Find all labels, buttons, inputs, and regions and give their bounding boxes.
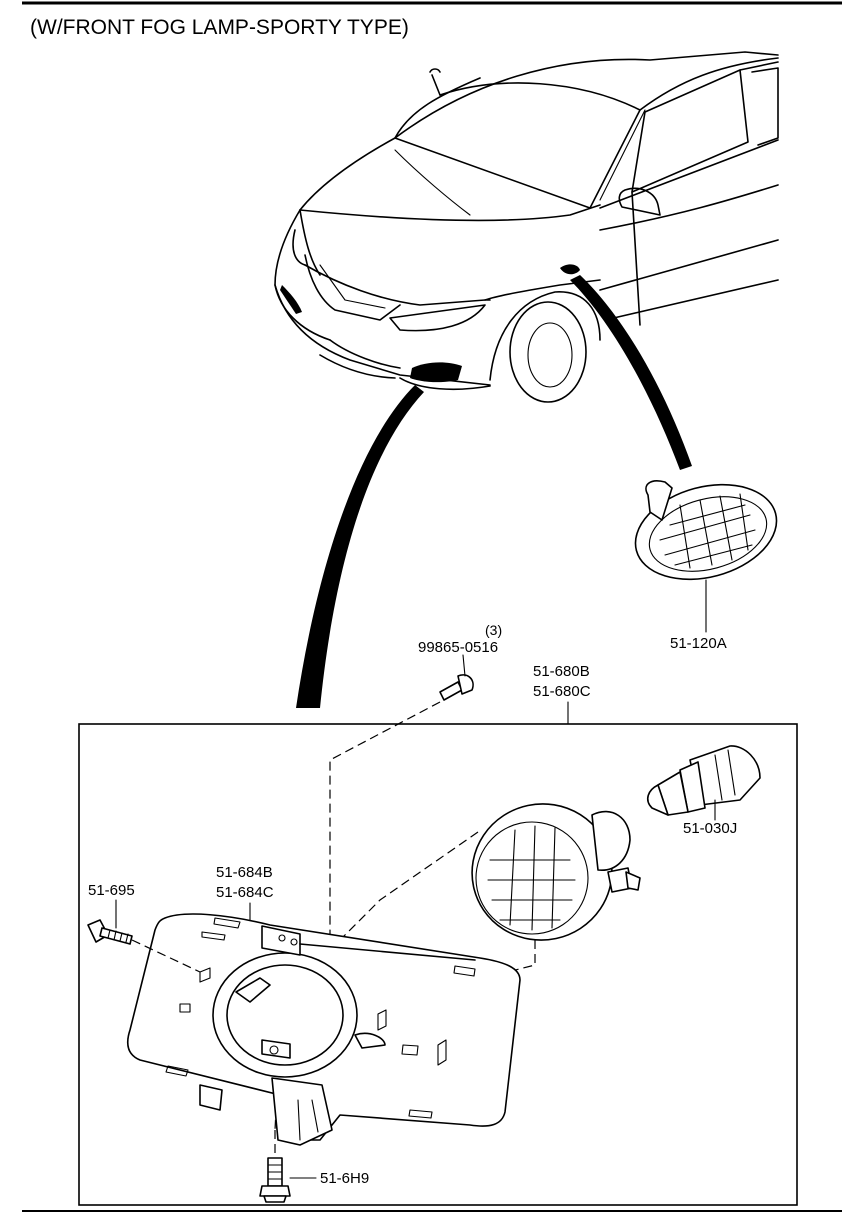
bolt-part — [87, 919, 133, 945]
side-marker-leader — [570, 275, 692, 470]
label-bolt: 51-695 — [88, 882, 135, 899]
label-fog-lamp-a: 51-680B — [533, 663, 590, 680]
nut-bolt-part — [259, 1157, 291, 1203]
screw-part — [439, 654, 474, 701]
side-marker-lamp — [634, 480, 778, 633]
bulb-part — [646, 745, 761, 821]
fog-lamp-unit — [471, 803, 641, 941]
label-screw-qty: (3) — [485, 622, 502, 638]
car-illustration — [274, 51, 779, 403]
fog-lamp-leader — [296, 385, 424, 708]
label-nut-bolt: 51-6H9 — [320, 1170, 369, 1187]
diagram-title: (W/FRONT FOG LAMP-SPORTY TYPE) — [30, 16, 409, 39]
label-bracket-a: 51-684B — [216, 864, 273, 881]
assembly-frame — [78, 723, 798, 1206]
label-bulb: 51-030J — [683, 820, 737, 837]
bracket-part — [126, 913, 521, 1146]
label-screw: 99865-0516 — [418, 639, 498, 656]
label-fog-lamp-b: 51-680C — [533, 683, 591, 700]
label-bracket-b: 51-684C — [216, 884, 274, 901]
label-side-marker: 51-120A — [670, 635, 727, 652]
